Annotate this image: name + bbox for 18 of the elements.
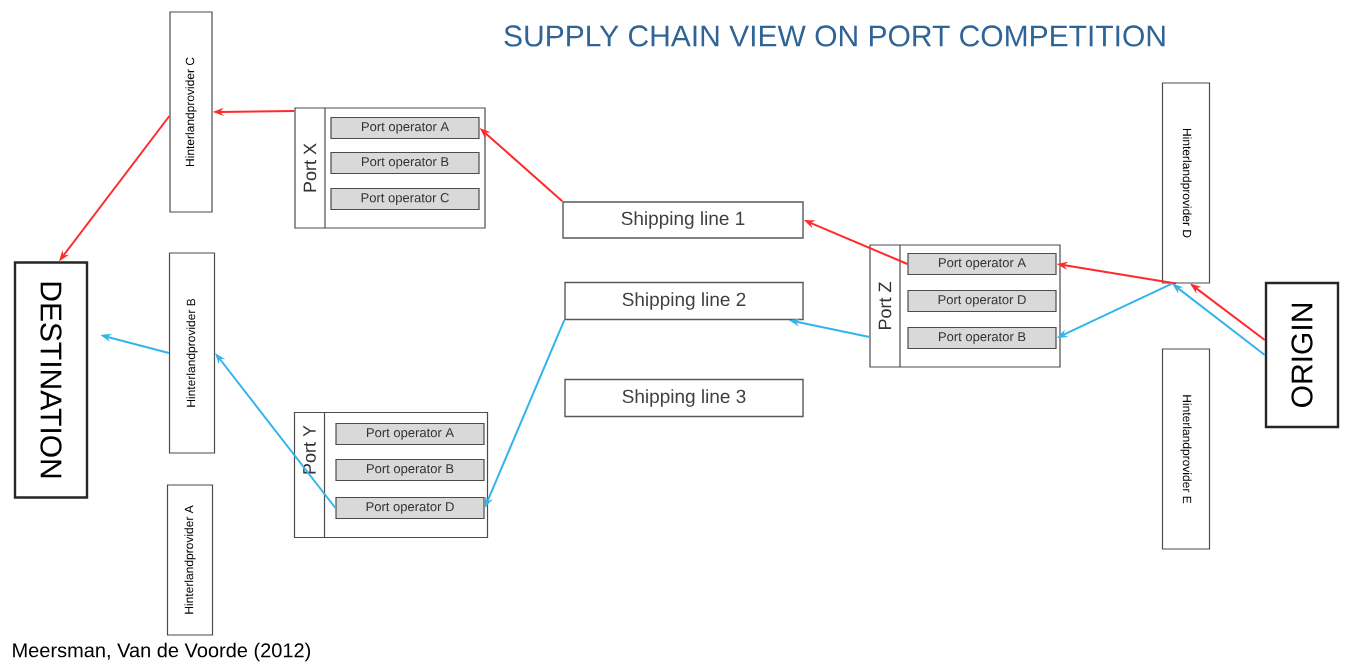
source-caption: Meersman, Van de Voorde (2012)	[13, 642, 311, 662]
operator-box: Port operator C	[330, 187, 480, 211]
provider-box: Hinterlandprovider B	[168, 252, 216, 454]
operator-box: Port operator A	[330, 116, 480, 140]
operator-box: Port operator B	[330, 151, 480, 175]
operator-box: Port operator A	[335, 422, 485, 446]
operator-box: Port operator A	[907, 252, 1057, 276]
provider-box: Hinterlandprovider D	[1161, 82, 1211, 284]
operator-box: Port operator D	[907, 289, 1057, 313]
title: SUPPLY CHAIN VIEW ON PORT COMPETITION	[504, 25, 1165, 47]
provider-box: Hinterlandprovider E	[1161, 348, 1211, 550]
endpoint-box: DESTINATION	[13, 261, 89, 499]
operator-box: Port operator B	[907, 326, 1057, 350]
endpoint-box: ORIGIN	[1264, 281, 1340, 429]
provider-box: Hinterlandprovider A	[166, 484, 214, 636]
operator-box: Port operator B	[335, 458, 485, 482]
operator-box: Port operator D	[335, 496, 485, 520]
provider-box: Hinterlandprovider C	[169, 11, 213, 213]
